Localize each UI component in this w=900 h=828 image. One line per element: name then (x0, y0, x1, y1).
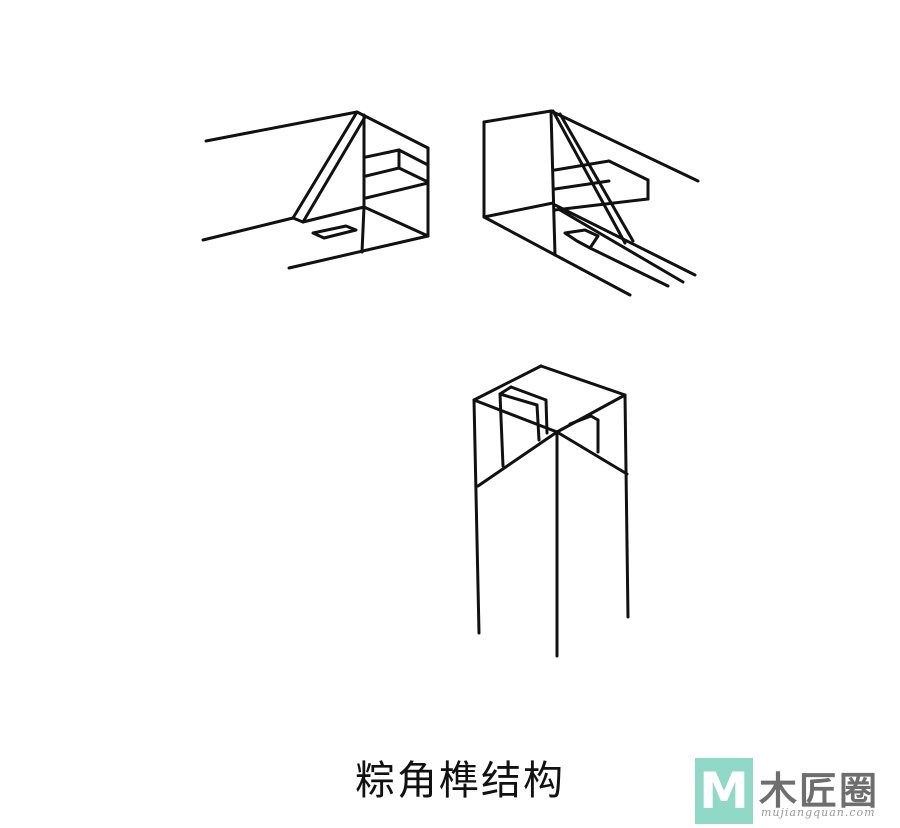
brand-name: 木匠圈 (759, 769, 880, 813)
vertical-post-drawing (472, 364, 630, 658)
left-member-drawing (201, 110, 430, 270)
watermark-logo: M 木匠圈 mujiangquan.com (695, 758, 895, 824)
right-member-drawing (482, 109, 700, 297)
logo-m-icon: M (695, 758, 753, 824)
figure-caption: 粽角榫结构 (355, 758, 565, 804)
brand-domain: mujiangquan.com (761, 806, 876, 819)
